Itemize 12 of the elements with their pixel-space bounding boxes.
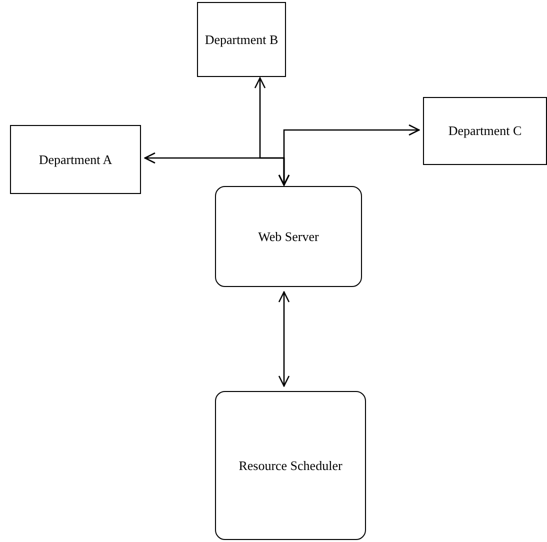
rounded-box bbox=[215, 186, 362, 287]
process-box bbox=[197, 2, 286, 77]
connector-arrow bbox=[278, 124, 420, 186]
node-label: Department C bbox=[447, 123, 523, 139]
rounded-box bbox=[215, 391, 366, 540]
process-box bbox=[10, 125, 141, 194]
node-label: Web Server bbox=[257, 228, 320, 244]
connector-arrow bbox=[278, 291, 290, 387]
process-box bbox=[423, 97, 547, 165]
node-label: Department B bbox=[204, 32, 280, 48]
node-label: Department A bbox=[38, 152, 114, 168]
node-label: Resource Scheduler bbox=[238, 458, 344, 474]
